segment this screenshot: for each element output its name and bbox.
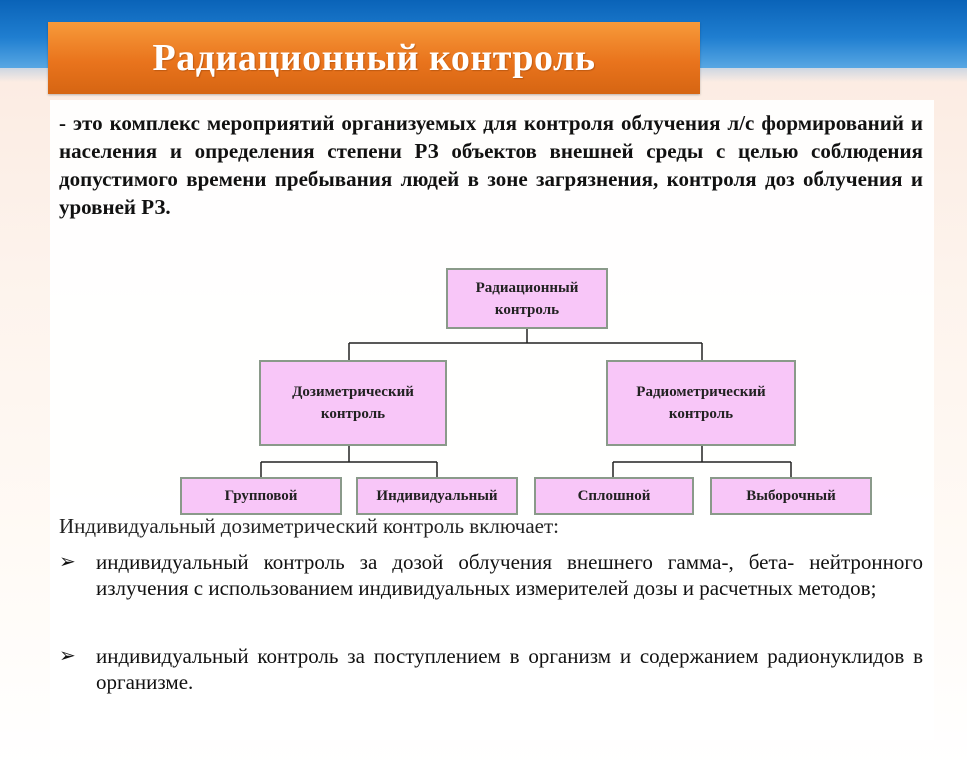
page-title: Радиационный контроль xyxy=(152,37,596,79)
node-group: Групповой xyxy=(180,477,342,515)
node-radiometric-control: Радиометрический контроль xyxy=(606,360,796,446)
bullet-item-1-text: индивидуальный контроль за дозой облучен… xyxy=(96,550,923,600)
arrow-bullet-icon: ➢ xyxy=(59,551,76,573)
node-dosimetric-control-line1: Дозиметрический xyxy=(292,384,414,400)
node-radiometric-control-line2: контроль xyxy=(668,406,734,422)
node-continuous-label: Сплошной xyxy=(577,488,651,504)
node-individual: Индивидуальный xyxy=(356,477,518,515)
bullet-item-1: ➢ индивидуальный контроль за дозой облуч… xyxy=(59,549,923,601)
definition-text: - это комплекс мероприятий организуемых … xyxy=(59,111,923,219)
node-group-label: Групповой xyxy=(224,488,298,504)
node-radiation-control-line1: Радиационный xyxy=(475,279,579,296)
arrow-bullet-icon: ➢ xyxy=(59,645,76,667)
intro-text: Индивидуальный дозиметрический контроль … xyxy=(59,514,559,538)
node-individual-label: Индивидуальный xyxy=(376,488,498,504)
node-selective-label: Выборочный xyxy=(746,488,836,504)
title-banner: Радиационный контроль xyxy=(48,22,700,94)
node-radiation-control: Радиационный контроль xyxy=(446,268,608,329)
node-radiation-control-line2: контроль xyxy=(494,301,560,318)
node-dosimetric-control-line2: контроль xyxy=(320,406,386,422)
node-continuous: Сплошной xyxy=(534,477,694,515)
node-dosimetric-control: Дозиметрический контроль xyxy=(259,360,447,446)
bullet-item-2-text: индивидуальный контроль за поступлением … xyxy=(96,644,923,694)
node-radiometric-control-line1: Радиометрический xyxy=(636,384,766,400)
bullet-item-2: ➢ индивидуальный контроль за поступление… xyxy=(59,643,923,695)
node-selective: Выборочный xyxy=(710,477,872,515)
